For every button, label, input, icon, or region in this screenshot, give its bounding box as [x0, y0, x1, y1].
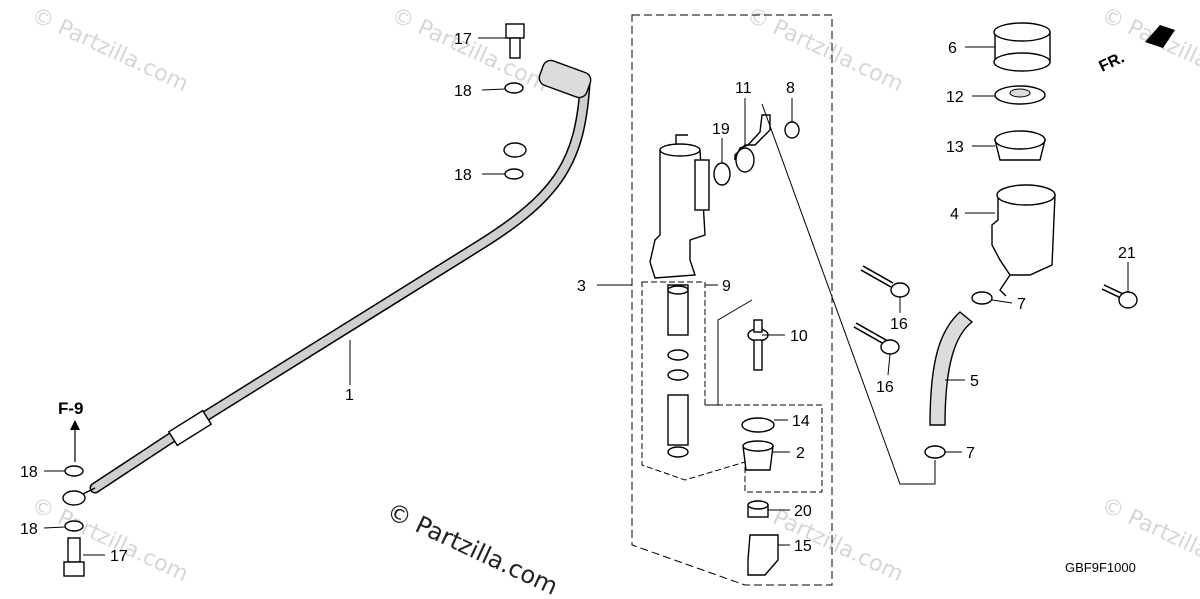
callout-12: 12	[946, 89, 964, 106]
callout-7a: 7	[1017, 296, 1026, 313]
callout-15: 15	[794, 538, 812, 555]
callout-18b: 18	[454, 167, 472, 184]
bolt-16a	[860, 265, 910, 298]
callout-17b: 17	[110, 548, 128, 565]
callout-20: 20	[794, 503, 812, 520]
callout-3: 3	[577, 278, 586, 295]
banjo-bolt-17a	[505, 23, 525, 59]
callout-16a: 16	[890, 316, 908, 333]
watermark: © Partzilla.com	[27, 493, 191, 587]
callout-9: 9	[722, 278, 731, 295]
leader-lines	[43, 37, 1129, 556]
callout-18d: 18	[20, 521, 38, 538]
push-rod-joint-15	[747, 534, 779, 576]
watermark: © Partzilla.com	[27, 3, 191, 97]
reference-label: F-9	[58, 399, 84, 418]
boot-2-top	[742, 440, 774, 452]
circlip-14	[741, 417, 775, 433]
callout-1: 1	[345, 387, 354, 404]
master-cylinder	[649, 134, 710, 279]
screw-8	[784, 121, 800, 139]
piston-set	[667, 284, 689, 458]
washer-18b	[504, 168, 524, 180]
hose-clip-7b	[924, 445, 946, 459]
watermark: © Partzilla.com	[1097, 3, 1200, 97]
callout-8: 8	[786, 80, 795, 97]
bolt-21	[1101, 284, 1138, 309]
callout-11: 11	[735, 80, 752, 97]
hose-clip-7a	[971, 291, 993, 305]
banjo-fitting	[62, 490, 86, 506]
reservoir-hose-5	[929, 311, 974, 426]
diagram-code: GBF9F1000	[1065, 560, 1136, 575]
callout-17a: 17	[454, 31, 472, 48]
push-rod	[747, 319, 769, 371]
brake-hose	[74, 59, 592, 499]
callout-18a: 18	[454, 83, 472, 100]
callout-13: 13	[946, 139, 964, 156]
callout-4: 4	[950, 206, 959, 223]
callout-6: 6	[948, 40, 957, 57]
reference-indicator: F-9	[58, 399, 84, 462]
callout-5: 5	[970, 373, 979, 390]
watermark-main: © Partzilla.com	[382, 497, 562, 599]
sub-assembly-box	[641, 281, 823, 493]
assembly-box	[631, 14, 833, 586]
nut-20	[747, 500, 769, 518]
joint-seal-11	[735, 147, 755, 173]
front-direction-label: FR.	[1097, 49, 1128, 75]
banjo-bolt-17b	[63, 537, 85, 577]
o-ring-19	[713, 162, 731, 186]
callout-labels: 17 18 18 1 18 18 17 3 9 10 14 2 20 15 11…	[20, 31, 1136, 565]
reservoir-4	[991, 184, 1056, 297]
diaphragm-13	[994, 130, 1046, 161]
reservoir-cap-6	[993, 22, 1051, 72]
callout-18c: 18	[20, 464, 38, 481]
callout-16b: 16	[876, 379, 894, 396]
callout-10: 10	[790, 328, 808, 345]
callout-2: 2	[796, 445, 805, 462]
washer-18a	[504, 82, 524, 94]
callout-14: 14	[792, 413, 810, 430]
washer-18c	[64, 465, 84, 477]
watermark: © Partzilla.com	[742, 3, 906, 97]
callout-7b: 7	[966, 445, 975, 462]
plate-12	[994, 85, 1046, 105]
callout-19: 19	[712, 121, 730, 138]
callout-21: 21	[1118, 245, 1136, 262]
washer-18d	[64, 520, 84, 532]
